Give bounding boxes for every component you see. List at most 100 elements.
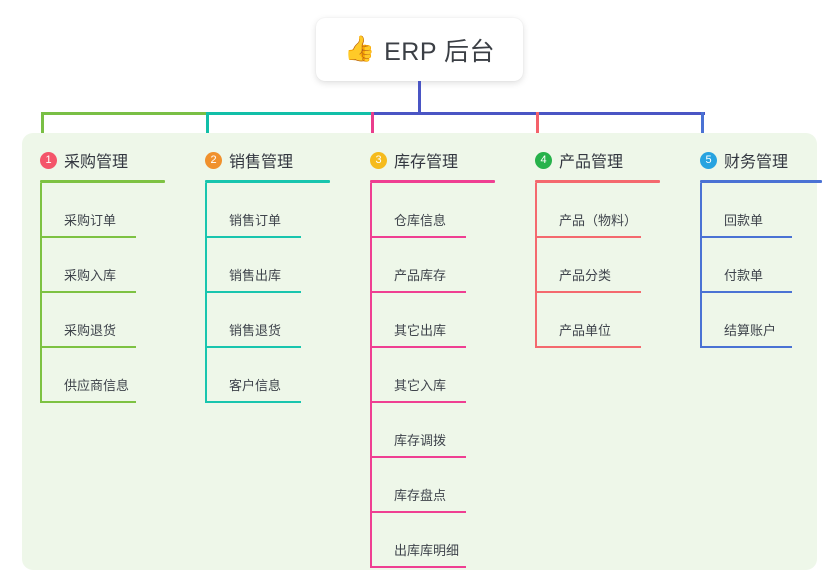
list-item-rule (700, 291, 792, 293)
content-panel (22, 133, 817, 570)
column-title: 财务管理 (724, 154, 789, 171)
list-item-label: 采购退货 (64, 323, 117, 338)
list-item[interactable]: 客户信息 (205, 348, 352, 403)
list-item-label: 销售出库 (229, 268, 282, 283)
column-title: 库存管理 (394, 154, 459, 171)
list-item-rule (40, 291, 136, 293)
list-item-rule (535, 291, 641, 293)
list-item-rule (40, 401, 136, 403)
page-title: ERP 后台 (384, 37, 496, 66)
list-item-rule (370, 456, 466, 458)
column-header-rule (700, 180, 822, 183)
list-item[interactable]: 产品分类 (535, 238, 682, 293)
list-item-label: 销售订单 (229, 213, 282, 228)
list-item-label: 客户信息 (229, 378, 282, 393)
list-item[interactable]: 库存盘点 (370, 458, 517, 513)
list-item-label: 库存调拨 (394, 433, 447, 448)
list-item[interactable]: 采购订单 (40, 183, 187, 238)
list-item[interactable]: 回款单 (700, 183, 832, 238)
root-title-card[interactable]: 👍 ERP 后台 (316, 18, 523, 81)
list-item[interactable]: 付款单 (700, 238, 832, 293)
list-item-label: 产品库存 (394, 268, 447, 283)
list-item[interactable]: 其它出库 (370, 293, 517, 348)
list-item-label: 仓库信息 (394, 213, 447, 228)
list-item-rule (205, 236, 301, 238)
list-item-rule (370, 511, 466, 513)
list-item-rule (40, 236, 136, 238)
column-3: 3 库存管理仓库信息产品库存其它出库其它入库库存调拨库存盘点出库库明细 (352, 146, 517, 568)
list-item-rule (370, 566, 466, 568)
column-spine (40, 183, 42, 403)
list-item-label: 其它入库 (394, 378, 447, 393)
list-item[interactable]: 销售出库 (205, 238, 352, 293)
list-item-rule (370, 401, 466, 403)
badge-number-icon: 5 (700, 151, 717, 169)
list-item[interactable]: 产品单位 (535, 293, 682, 348)
badge-number-icon: 3 (370, 151, 387, 169)
list-item[interactable]: 销售退货 (205, 293, 352, 348)
list-item-rule (40, 346, 136, 348)
list-item-rule (205, 401, 301, 403)
list-item-rule (370, 346, 466, 348)
teal-seg (206, 112, 374, 115)
list-item[interactable]: 采购退货 (40, 293, 187, 348)
list-item-label: 销售退货 (229, 323, 282, 338)
list-item-label: 其它出库 (394, 323, 447, 338)
badge-number-icon: 2 (205, 151, 222, 169)
column-items: 采购订单采购入库采购退货供应商信息 (40, 183, 187, 403)
list-item[interactable]: 产品库存 (370, 238, 517, 293)
column-header-rule (40, 180, 165, 183)
list-item-label: 采购入库 (64, 268, 117, 283)
column-title: 采购管理 (64, 154, 129, 171)
list-item[interactable]: 销售订单 (205, 183, 352, 238)
list-item-label: 回款单 (724, 213, 764, 228)
list-item-label: 供应商信息 (64, 378, 130, 393)
column-items: 仓库信息产品库存其它出库其它入库库存调拨库存盘点出库库明细 (370, 183, 517, 568)
list-item-label: 产品（物料） (559, 213, 638, 228)
list-item[interactable]: 采购入库 (40, 238, 187, 293)
column-header-2[interactable]: 2 销售管理 (187, 146, 352, 174)
column-5: 5 财务管理回款单付款单结算账户 (682, 146, 832, 348)
green-seg (41, 112, 209, 115)
column-items: 销售订单销售出库销售退货客户信息 (205, 183, 352, 403)
list-item-rule (205, 291, 301, 293)
list-item-label: 采购订单 (64, 213, 117, 228)
list-item-rule (370, 236, 466, 238)
list-item-rule (370, 291, 466, 293)
list-item-rule (700, 346, 792, 348)
column-spine (535, 183, 537, 348)
column-2: 2 销售管理销售订单销售出库销售退货客户信息 (187, 146, 352, 403)
list-item-label: 出库库明细 (394, 543, 460, 558)
column-header-3[interactable]: 3 库存管理 (352, 146, 517, 174)
column-items: 回款单付款单结算账户 (700, 183, 832, 348)
list-item[interactable]: 供应商信息 (40, 348, 187, 403)
column-items: 产品（物料） 产品分类产品单位 (535, 183, 682, 348)
column-title: 销售管理 (229, 154, 294, 171)
list-item-label: 产品单位 (559, 323, 612, 338)
list-item[interactable]: 其它入库 (370, 348, 517, 403)
list-item[interactable]: 仓库信息 (370, 183, 517, 238)
list-item-label: 结算账户 (724, 323, 777, 338)
column-header-rule (535, 180, 660, 183)
list-item-label: 产品分类 (559, 268, 612, 283)
list-item[interactable]: 库存调拨 (370, 403, 517, 458)
list-item-label: 付款单 (724, 268, 764, 283)
badge-number-icon: 1 (40, 151, 57, 169)
list-item-rule (535, 346, 641, 348)
column-header-4[interactable]: 4 产品管理 (517, 146, 682, 174)
column-title: 产品管理 (559, 154, 624, 171)
badge-number-icon: 4 (535, 151, 552, 169)
list-item-rule (700, 236, 792, 238)
column-header-5[interactable]: 5 财务管理 (682, 146, 832, 174)
column-spine (700, 183, 702, 348)
thumbs-up-icon: 👍 (343, 35, 376, 63)
list-item[interactable]: 出库库明细 (370, 513, 517, 568)
column-1: 1 采购管理采购订单采购入库采购退货供应商信息 (22, 146, 187, 403)
column-header-rule (205, 180, 330, 183)
list-item-label: 库存盘点 (394, 488, 447, 503)
list-item[interactable]: 产品（物料） (535, 183, 682, 238)
list-item[interactable]: 结算账户 (700, 293, 832, 348)
root-stem (418, 81, 421, 115)
column-header-1[interactable]: 1 采购管理 (22, 146, 187, 174)
